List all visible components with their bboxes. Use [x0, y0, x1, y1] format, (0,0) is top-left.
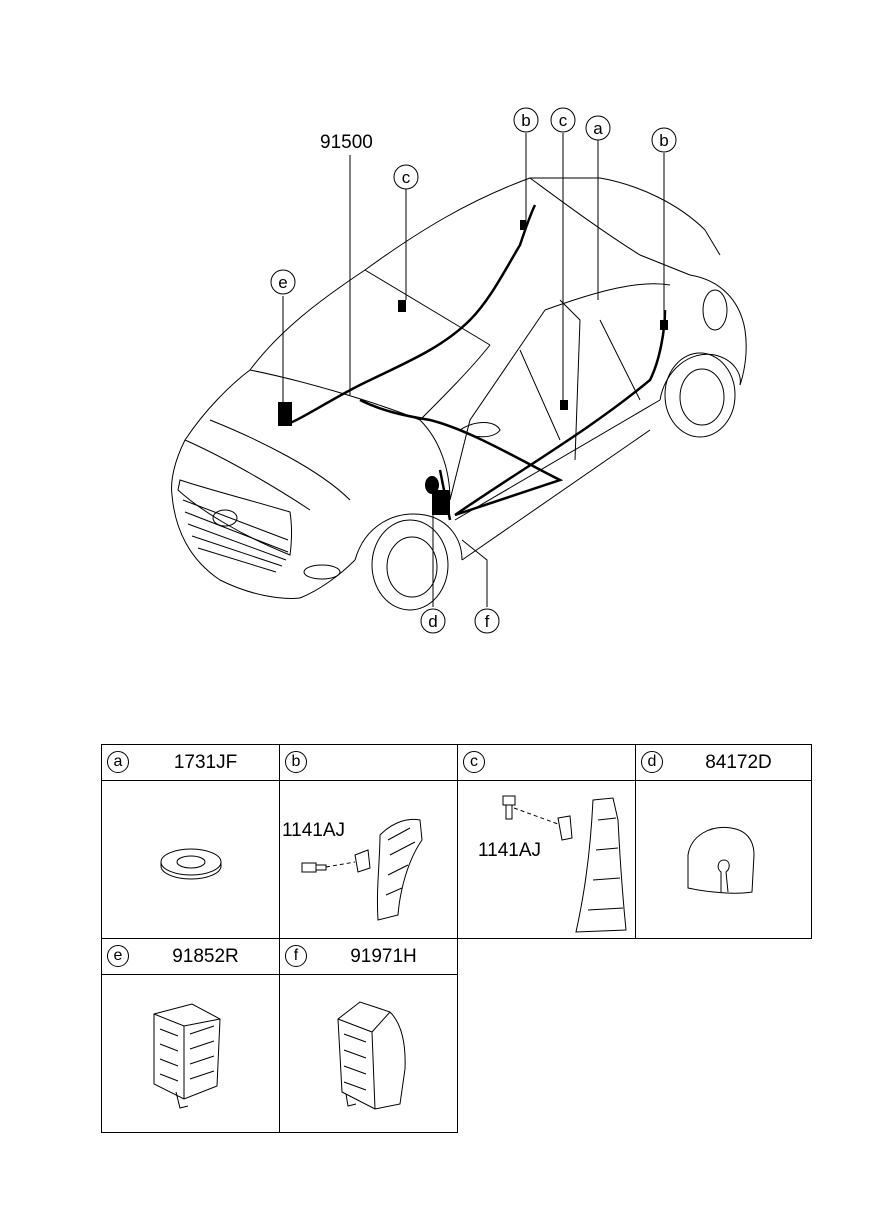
svg-text:c: c [402, 168, 411, 187]
part-letter-a: a [107, 751, 129, 773]
callout-b-top: b [513, 107, 539, 133]
callout-b-rear: b [651, 127, 677, 153]
part-cell-header: e 91852R [102, 939, 279, 975]
bolt-label-1141aj: 1141AJ [478, 840, 542, 861]
part-letter-e: e [107, 945, 129, 967]
callout-a: a [585, 115, 611, 141]
svg-text:d: d [428, 612, 437, 631]
part-number-84172d: 84172D [705, 752, 772, 773]
wiring-harness [284, 204, 667, 521]
bracket-illustration-c: 1141AJ [458, 780, 635, 938]
car-wiring-diagram: 91500 b c a b c e d f [171, 107, 747, 634]
part-cell-a: a 1731JF [101, 744, 280, 939]
car-body-outline [171, 177, 747, 611]
callout-e: e [270, 269, 296, 295]
callout-f: f [474, 608, 500, 634]
connector-holder-illustration-e [102, 974, 279, 1132]
part-cell-d: d 84172D [635, 744, 812, 939]
svg-text:c: c [559, 111, 568, 130]
callout-c-front: c [393, 164, 419, 190]
grommet-illustration [102, 780, 279, 938]
svg-text:e: e [278, 273, 287, 292]
part-cell-f: f 91971H [279, 938, 458, 1133]
svg-text:b: b [521, 111, 530, 130]
main-part-number: 91500 [320, 132, 373, 153]
part-cell-header: d 84172D [636, 745, 811, 781]
part-number-1731jf: 1731JF [173, 752, 238, 773]
part-letter-b: b [285, 751, 307, 773]
svg-text:a: a [593, 119, 603, 138]
leader-lines [282, 133, 665, 607]
part-letter-f: f [285, 945, 307, 967]
svg-text:b: b [659, 131, 668, 150]
part-letter-d: d [641, 751, 663, 773]
callout-d: d [420, 608, 446, 634]
part-cell-b: b 1141AJ [279, 744, 458, 939]
part-cell-e: e 91852R [101, 938, 280, 1133]
connector-holder-illustration-f [280, 974, 457, 1132]
part-number-91971h: 91971H [350, 946, 417, 967]
part-number-91852r: 91852R [172, 946, 239, 967]
bracket-illustration-b: 1141AJ [280, 780, 457, 938]
part-letter-c: c [463, 751, 485, 773]
svg-text:f: f [485, 612, 490, 631]
part-cell-header: a 1731JF [102, 745, 279, 781]
part-cell-header: f 91971H [280, 939, 457, 975]
bolt-label-1141aj: 1141AJ [282, 820, 346, 841]
connectors [278, 220, 668, 515]
callout-c-top: c [550, 107, 576, 133]
part-cell-header: c [458, 745, 635, 781]
pad-illustration [636, 780, 811, 938]
part-cell-header: b [280, 745, 457, 781]
part-cell-c: c 1141AJ [457, 744, 636, 939]
